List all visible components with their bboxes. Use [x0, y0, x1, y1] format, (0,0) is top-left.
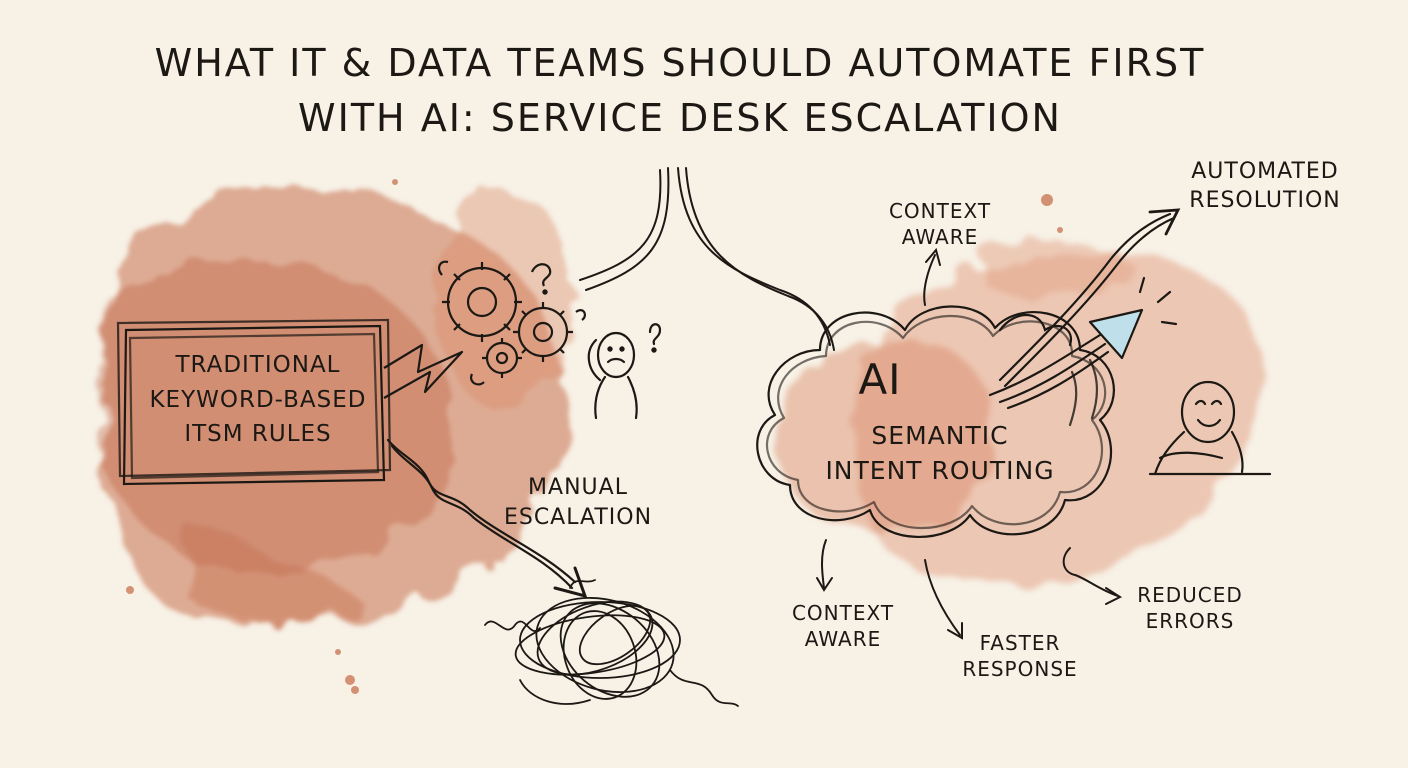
diagram-title: WHAT IT & DATA TEAMS SHOULD AUTOMATE FIR…: [154, 41, 1206, 141]
automated-resolution-label: AUTOMATED RESOLUTION: [1189, 159, 1341, 213]
reduced-errors-arrow: [1062, 547, 1123, 605]
ai-cloud-outline: [756, 305, 1115, 538]
intent-arrow-icon: [988, 276, 1178, 427]
context-aware-bottom-arrow: [816, 539, 833, 592]
reduced-errors-label: REDUCED ERRORS: [1137, 583, 1243, 633]
context-aware-top-label: CONTEXT AWARE: [888, 199, 992, 249]
faster-response-label: FASTER RESPONSE: [962, 631, 1078, 681]
manual-escalation-arrow: [386, 438, 588, 599]
semantic-intent-routing-label: SEMANTIC INTENT ROUTING: [825, 421, 1055, 485]
traditional-rules-box: [116, 318, 392, 486]
traditional-rules-label: TRADITIONAL KEYWORD-BASED ITSM RULES: [149, 352, 367, 447]
tangled-scribble-icon: [484, 579, 739, 707]
gears-icon: [438, 260, 586, 386]
happy-person-icon: [1148, 380, 1272, 476]
splatter-dots: [126, 179, 1063, 694]
lightning-icon: [383, 343, 464, 399]
context-aware-top-arrow: [923, 247, 941, 306]
ai-heading: AI: [858, 355, 902, 404]
manual-escalation-label: MANUAL ESCALATION: [503, 475, 653, 530]
faster-response-arrow: [924, 559, 963, 640]
right-watercolor-wash: [774, 239, 1262, 583]
confused-person-icon: [587, 323, 662, 420]
context-aware-bottom-label: CONTEXT AWARE: [791, 601, 895, 651]
title-connector-lines: [579, 167, 835, 351]
automated-resolution-arrow: [998, 208, 1181, 388]
